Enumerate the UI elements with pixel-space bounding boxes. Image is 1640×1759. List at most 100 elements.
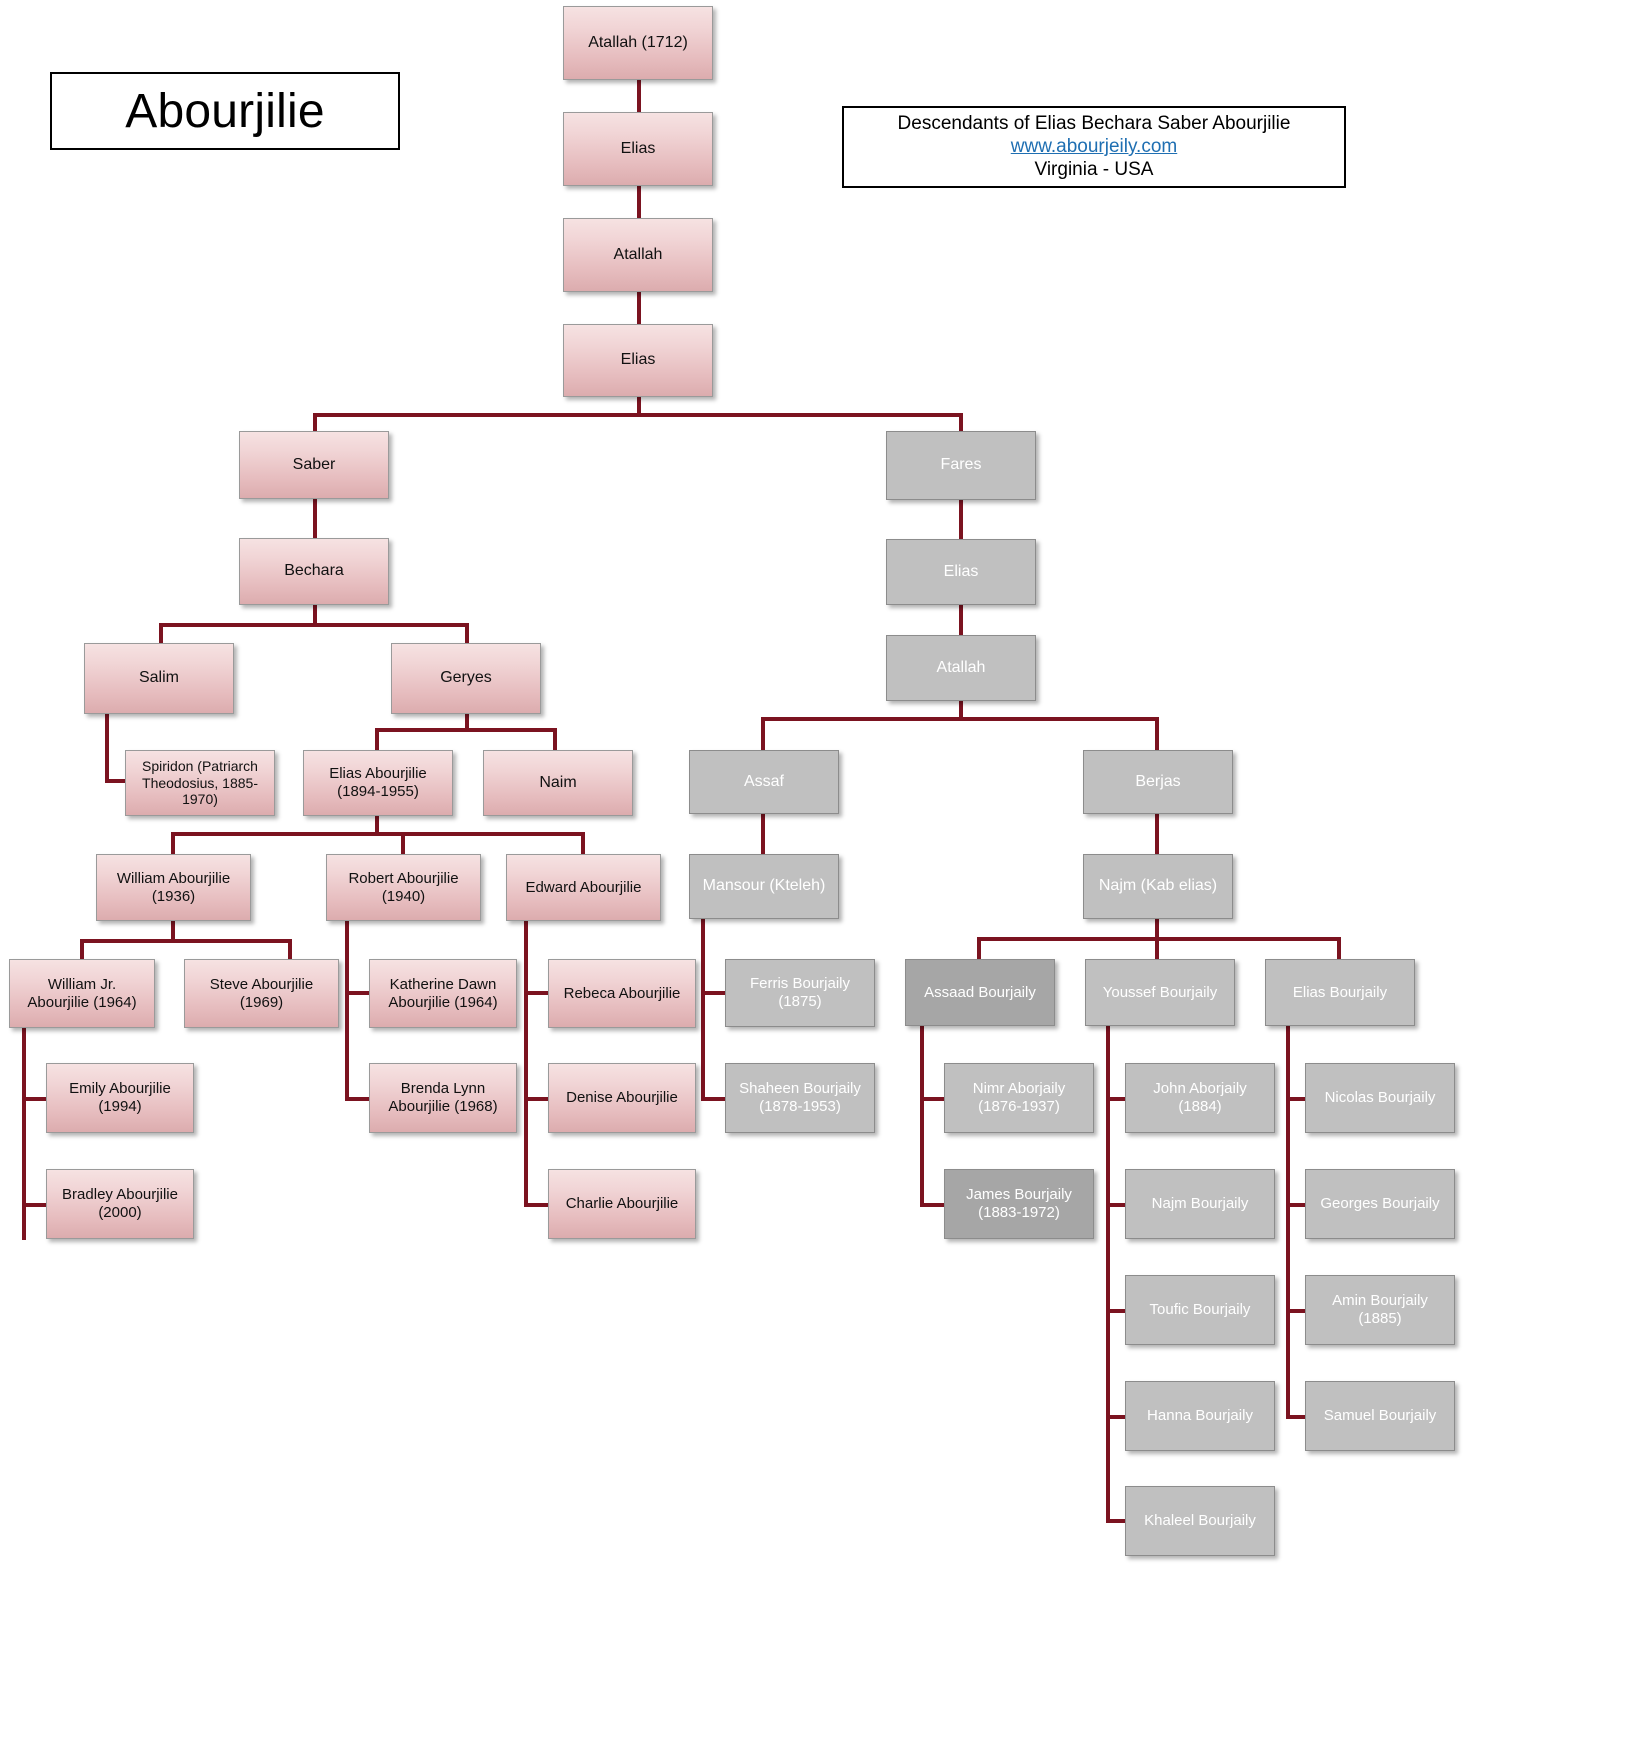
connector-n15-n22 xyxy=(22,1203,46,1207)
node-spiridon[interactable]: Spiridon (Patriarch Theodosius, 1885-197… xyxy=(125,750,275,816)
node-geryes[interactable]: Geryes xyxy=(391,643,541,714)
connector-n6-n7 xyxy=(159,623,163,643)
node-atallah-grey[interactable]: Atallah xyxy=(886,635,1036,701)
node-elias-gen2[interactable]: Elias xyxy=(563,112,713,186)
connector-n4-n24 xyxy=(959,413,963,431)
connector-n26-n28 xyxy=(1155,717,1159,750)
node-label: William Abourjilie (1936) xyxy=(116,869,231,905)
node-james-bourjaily[interactable]: James Bourjaily (1883-1972) xyxy=(944,1169,1094,1239)
connector-n25-n26 xyxy=(959,605,963,635)
node-label: Nicolas Bourjaily xyxy=(1324,1089,1436,1107)
website-link[interactable]: www.abourjeily.com xyxy=(1010,136,1178,157)
node-youssef-bourjaily[interactable]: Youssef Bourjaily xyxy=(1085,959,1235,1026)
node-william-abourjilie[interactable]: William Abourjilie (1936) xyxy=(96,854,251,921)
node-label: Bradley Abourjilie (2000) xyxy=(62,1186,178,1221)
node-label: Nimr Aborjaily (1876-1937) xyxy=(972,1080,1066,1115)
node-najm-bourjaily[interactable]: Najm Bourjaily xyxy=(1125,1169,1275,1239)
node-label: William Jr. Abourjilie (1964) xyxy=(27,975,137,1011)
connector-n29-n31 xyxy=(701,991,725,995)
node-label: Hanna Bourjaily xyxy=(1147,1407,1253,1425)
node-edward-abourjilie[interactable]: Edward Abourjilie xyxy=(506,854,661,921)
node-berjas[interactable]: Berjas xyxy=(1083,750,1233,814)
node-nimr-aborjaily[interactable]: Nimr Aborjaily (1876-1937) xyxy=(944,1063,1094,1133)
node-charlie-abourjilie[interactable]: Charlie Abourjilie xyxy=(548,1169,696,1239)
node-georges-bourjaily[interactable]: Georges Bourjaily xyxy=(1305,1169,1455,1239)
node-nicolas-bourjaily[interactable]: Nicolas Bourjaily xyxy=(1305,1063,1455,1133)
connector-n15-rail xyxy=(22,1028,26,1240)
node-bechara[interactable]: Bechara xyxy=(239,538,389,605)
node-assaf[interactable]: Assaf xyxy=(689,750,839,814)
connector-n6-down xyxy=(313,605,317,625)
node-label: Elias xyxy=(620,351,656,369)
node-amin-bourjaily[interactable]: Amin Bourjaily (1885) xyxy=(1305,1275,1455,1345)
node-denise-abourjilie[interactable]: Denise Abourjilie xyxy=(548,1063,696,1133)
connector-n8-down xyxy=(465,714,469,730)
node-elias-gen4[interactable]: Elias xyxy=(563,324,713,397)
family-name-text: Abourjilie xyxy=(125,84,325,138)
connector-n14-rail xyxy=(524,921,528,1206)
node-fares[interactable]: Fares xyxy=(886,431,1036,500)
credits-plaque: Descendants of Elias Bechara Saber Abour… xyxy=(842,106,1346,188)
node-ferris-bourjaily[interactable]: Ferris Bourjaily (1875) xyxy=(725,959,875,1027)
connector-n14-n21 xyxy=(524,1097,548,1101)
connector-n35-n44 xyxy=(1286,1203,1308,1207)
node-najm-kab-elias[interactable]: Najm (Kab elias) xyxy=(1083,854,1233,919)
connector-n30-n35 xyxy=(1337,937,1341,959)
connector-n13-rail xyxy=(345,921,349,1101)
connector-n34-n38 xyxy=(1106,1097,1128,1101)
node-label: Toufic Bourjaily xyxy=(1149,1301,1251,1319)
node-naim[interactable]: Naim xyxy=(483,750,633,816)
node-john-aborjaily[interactable]: John Aborjaily (1884) xyxy=(1125,1063,1275,1133)
node-bradley-abourjilie[interactable]: Bradley Abourjilie (2000) xyxy=(46,1169,194,1239)
node-label: Fares xyxy=(940,456,982,474)
node-william-jr-abourjilie[interactable]: William Jr. Abourjilie (1964) xyxy=(9,959,155,1028)
node-label: Charlie Abourjilie xyxy=(565,1195,679,1213)
connector-n30-n34 xyxy=(1155,937,1159,959)
node-atallah-1712[interactable]: Atallah (1712) xyxy=(563,6,713,80)
node-katherine-dawn-abourjilie[interactable]: Katherine Dawn Abourjilie (1964) xyxy=(369,959,517,1028)
connector-n4-down xyxy=(637,397,641,415)
node-label: Najm (Kab elias) xyxy=(1098,877,1218,895)
connector-n33-rail xyxy=(920,1026,924,1206)
node-label: Robert Abourjilie (1940) xyxy=(348,869,459,905)
connector-n27-n29 xyxy=(761,814,765,854)
connector-n34-rail xyxy=(1106,1026,1110,1521)
node-steve-abourjilie[interactable]: Steve Abourjilie (1969) xyxy=(184,959,339,1028)
node-saber[interactable]: Saber xyxy=(239,431,389,499)
connector-n28-n30 xyxy=(1155,814,1159,854)
connector-n35-n45 xyxy=(1286,1309,1308,1313)
node-label: Katherine Dawn Abourjilie (1964) xyxy=(388,975,498,1011)
node-elias-grey[interactable]: Elias xyxy=(886,539,1036,605)
node-toufic-bourjaily[interactable]: Toufic Bourjaily xyxy=(1125,1275,1275,1345)
node-label: Ferris Bourjaily (1875) xyxy=(749,975,851,1010)
node-khaleel-bourjaily[interactable]: Khaleel Bourjaily xyxy=(1125,1486,1275,1556)
node-elias-abourjilie[interactable]: Elias Abourjilie (1894-1955) xyxy=(303,750,453,816)
node-label: Elias xyxy=(943,562,979,580)
connector-n35-rail xyxy=(1286,1026,1290,1417)
node-label: Bechara xyxy=(284,562,344,580)
node-label: Amin Bourjaily (1885) xyxy=(1332,1292,1428,1327)
connector-n33-n36 xyxy=(920,1097,944,1101)
connector-n34-n40 xyxy=(1106,1309,1128,1313)
node-robert-abourjilie[interactable]: Robert Abourjilie (1940) xyxy=(326,854,481,921)
connector-n12-down xyxy=(171,921,175,941)
node-shaheen-bourjaily[interactable]: Shaheen Bourjaily (1878-1953) xyxy=(725,1063,875,1133)
connector-n10-n12 xyxy=(171,832,175,854)
node-mansour-kteleh[interactable]: Mansour (Kteleh) xyxy=(689,854,839,919)
connector-n1-n2 xyxy=(637,80,641,112)
node-hanna-bourjaily[interactable]: Hanna Bourjaily xyxy=(1125,1381,1275,1451)
node-samuel-bourjaily[interactable]: Samuel Bourjaily xyxy=(1305,1381,1455,1451)
node-label: John Aborjaily (1884) xyxy=(1153,1080,1247,1115)
node-salim[interactable]: Salim xyxy=(84,643,234,714)
connector-n8-bus xyxy=(375,728,557,732)
node-label: Spiridon (Patriarch Theodosius, 1885-197… xyxy=(142,758,258,808)
node-emily-abourjilie[interactable]: Emily Abourjilie (1994) xyxy=(46,1063,194,1133)
node-brenda-lynn-abourjilie[interactable]: Brenda Lynn Abourjilie (1968) xyxy=(369,1063,517,1133)
connector-n4-bus xyxy=(313,413,963,417)
node-assaad-bourjaily[interactable]: Assaad Bourjaily xyxy=(905,959,1055,1026)
node-elias-bourjaily[interactable]: Elias Bourjaily xyxy=(1265,959,1415,1026)
node-rebeca-abourjilie[interactable]: Rebeca Abourjilie xyxy=(548,959,696,1028)
connector-n6-n8 xyxy=(465,623,469,643)
node-atallah-gen3[interactable]: Atallah xyxy=(563,218,713,292)
node-label: Assaad Bourjaily xyxy=(924,983,1036,1001)
